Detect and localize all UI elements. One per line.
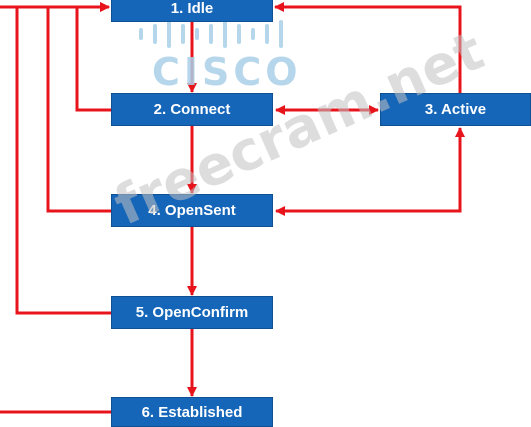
arrow-openconfirm-to-idle	[15, 7, 111, 315]
cisco-logo-bars	[139, 20, 283, 48]
arrow-connect-to-idle	[75, 2, 111, 112]
state-established: 6. Established	[111, 397, 273, 427]
arrow-opensent-to-active	[275, 127, 465, 216]
state-opensent: 4. OpenSent	[111, 194, 273, 227]
state-idle: 1. Idle	[111, 0, 273, 22]
state-connect: 2. Connect	[111, 93, 273, 126]
arrow-active-to-idle	[274, 2, 462, 93]
state-active: 3. Active	[380, 93, 531, 126]
state-openconfirm: 5. OpenConfirm	[111, 296, 273, 329]
cisco-logo: CISCO	[152, 50, 302, 94]
arrow-opensent-to-idle	[46, 7, 111, 213]
